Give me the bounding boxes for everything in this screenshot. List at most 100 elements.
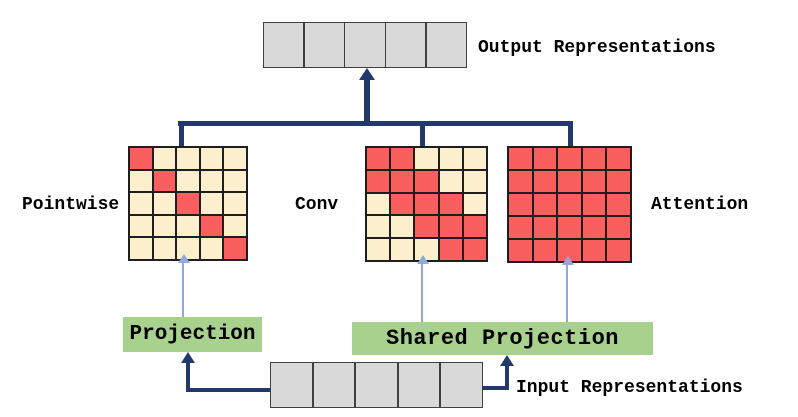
pointwise-cell-inactive — [130, 238, 152, 259]
attention-cell-active — [607, 171, 630, 192]
attention-cell-active — [533, 240, 557, 261]
conv-cell-inactive — [415, 148, 438, 169]
pointwise-cell-inactive — [153, 193, 176, 214]
conv-cell-inactive — [367, 239, 390, 260]
attention-cell-active — [582, 217, 606, 238]
representation-cell — [398, 363, 440, 407]
shared-projection-to-attention-arrow — [565, 263, 568, 322]
connector-drop-pointwise — [179, 121, 184, 148]
conv-cell-inactive — [463, 148, 486, 169]
shared-projection-box: Shared Projection — [352, 322, 653, 355]
connector-horizontal-bar — [178, 121, 573, 126]
shared-projection-box-label: Shared Projection — [386, 326, 619, 351]
pointwise-cell-inactive — [200, 238, 223, 259]
pointwise-cell-inactive — [177, 238, 199, 259]
attention-cell-active — [509, 148, 532, 169]
attention-label: Attention — [651, 195, 749, 215]
conv-cell-active — [391, 193, 414, 215]
connector-drop-attention — [568, 121, 573, 149]
conv-cell-inactive — [367, 216, 390, 238]
representation-cell — [426, 23, 466, 67]
attention-cell-active — [558, 217, 581, 238]
attention-cell-active — [533, 194, 557, 215]
attention-cell-active — [607, 194, 630, 215]
pointwise-cell-inactive — [153, 238, 176, 259]
pointwise-cell-inactive — [224, 215, 246, 237]
attention-cell-active — [558, 171, 581, 192]
conv-cell-active — [439, 239, 462, 260]
attention-cell-active — [509, 194, 532, 215]
conv-cell-inactive — [463, 170, 486, 192]
attention-cell-active — [582, 148, 606, 169]
conv-label: Conv — [295, 195, 339, 215]
conv-cell-active — [463, 239, 486, 260]
conv-matrix — [365, 146, 488, 262]
attention-matrix — [507, 146, 632, 263]
pointwise-label: Pointwise — [22, 195, 120, 215]
shared-projection-to-conv-arrow — [420, 262, 423, 322]
attention-cell-active — [558, 240, 581, 261]
conv-cell-inactive — [415, 239, 438, 260]
conv-cell-inactive — [391, 239, 414, 260]
output-representations-row — [263, 22, 467, 68]
pointwise-cell-active — [153, 170, 176, 192]
projection-box-label: Projection — [129, 323, 256, 346]
attention-cell-active — [533, 217, 557, 238]
conv-cell-active — [391, 148, 414, 169]
pointwise-arrowhead-icon — [178, 254, 190, 263]
input-to-shared-projection-arrow-vertical — [505, 366, 509, 390]
representation-cell — [271, 363, 312, 407]
connector-output-arrowhead-icon — [359, 68, 375, 80]
input-to-shared-projection-arrowhead-icon — [500, 355, 514, 366]
conv-cell-active — [391, 170, 414, 192]
conv-cell-active — [415, 193, 438, 215]
pointwise-matrix — [128, 146, 248, 261]
connector-output-arrow-shaft — [364, 79, 370, 126]
conv-cell-active — [439, 216, 462, 238]
attention-cell-active — [558, 194, 581, 215]
input-representations-row — [270, 362, 483, 408]
output-representations-label: Output Representations — [478, 38, 716, 58]
representation-cell — [345, 23, 385, 67]
pointwise-cell-active — [200, 215, 223, 237]
attention-cell-active — [509, 217, 532, 238]
attention-cell-active — [509, 171, 532, 192]
conv-cell-inactive — [463, 193, 486, 215]
attention-cell-active — [582, 240, 606, 261]
attention-cell-active — [582, 194, 606, 215]
pointwise-cell-inactive — [177, 148, 199, 169]
attention-cell-active — [558, 148, 581, 169]
conv-cell-active — [415, 216, 438, 238]
attention-cell-active — [533, 148, 557, 169]
input-to-shared-projection-arrow-horizontal — [483, 386, 509, 390]
representation-cell — [304, 23, 344, 67]
pointwise-cell-active — [177, 193, 199, 214]
conv-cell-inactive — [367, 193, 390, 215]
pointwise-cell-inactive — [177, 215, 199, 237]
conv-arrowhead-icon — [417, 255, 429, 264]
conv-cell-active — [367, 170, 390, 192]
attention-arrowhead-icon — [562, 256, 574, 265]
attention-cell-active — [607, 217, 630, 238]
pointwise-cell-active — [130, 148, 152, 169]
conv-cell-active — [415, 170, 438, 192]
conv-cell-active — [367, 148, 390, 169]
pointwise-cell-inactive — [200, 148, 223, 169]
pointwise-cell-inactive — [130, 170, 152, 192]
pointwise-cell-inactive — [224, 148, 246, 169]
conv-cell-active — [463, 216, 486, 238]
pointwise-cell-inactive — [200, 193, 223, 214]
input-representations-label: Input Representations — [516, 378, 743, 398]
pointwise-cell-inactive — [153, 148, 176, 169]
projection-box: Projection — [123, 317, 262, 352]
conv-cell-inactive — [391, 216, 414, 238]
representation-cell — [313, 363, 355, 407]
representation-cell — [264, 23, 304, 67]
attention-cell-active — [582, 171, 606, 192]
pointwise-cell-inactive — [177, 170, 199, 192]
input-to-projection-arrow-horizontal — [186, 388, 270, 392]
attention-cell-active — [607, 148, 630, 169]
attention-cell-active — [533, 171, 557, 192]
projection-to-pointwise-arrow — [181, 261, 184, 317]
conv-cell-inactive — [439, 170, 462, 192]
